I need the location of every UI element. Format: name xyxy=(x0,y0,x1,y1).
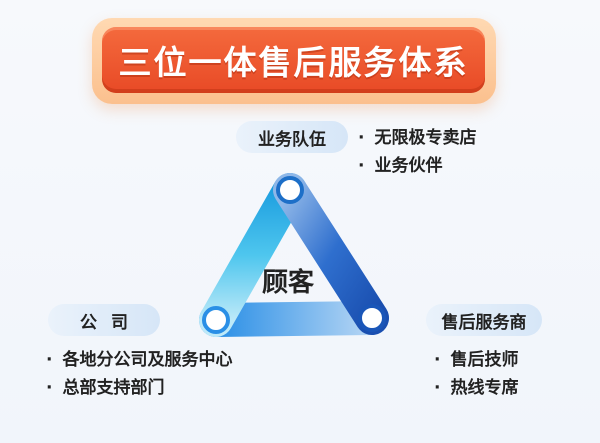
team-item-list: 无限极专卖店 业务伙伴 xyxy=(358,124,476,180)
vertex-node-left xyxy=(202,306,230,334)
node-label-company-text: 公司 xyxy=(80,312,142,333)
node-label-team-text: 业务队伍 xyxy=(258,129,326,150)
vertex-node-top xyxy=(276,176,304,204)
triangle-edge-bottom xyxy=(199,301,389,337)
node-label-service: 售后服务商 xyxy=(426,304,542,336)
triangle-edge-right xyxy=(273,173,389,335)
page-title: 三位一体售后服务体系 xyxy=(118,43,469,82)
node-label-service-text: 售后服务商 xyxy=(441,312,527,333)
list-item: 无限极专卖店 xyxy=(358,124,476,152)
list-item: 总部支持部门 xyxy=(46,374,232,402)
vertex-node-right xyxy=(358,304,386,332)
title-banner: 三位一体售后服务体系 xyxy=(102,27,485,93)
list-item: 热线专席 xyxy=(434,374,518,402)
node-label-team: 业务队伍 xyxy=(236,121,348,153)
company-item-list: 各地分公司及服务中心 总部支持部门 xyxy=(46,346,232,402)
list-item: 业务伙伴 xyxy=(358,152,476,180)
list-item: 各地分公司及服务中心 xyxy=(46,346,232,374)
list-item: 售后技师 xyxy=(434,346,518,374)
center-label: 顾客 xyxy=(262,268,315,298)
service-item-list: 售后技师 热线专席 xyxy=(434,346,518,402)
triangle-edge-left xyxy=(199,173,307,337)
node-label-company: 公司 xyxy=(48,304,160,336)
